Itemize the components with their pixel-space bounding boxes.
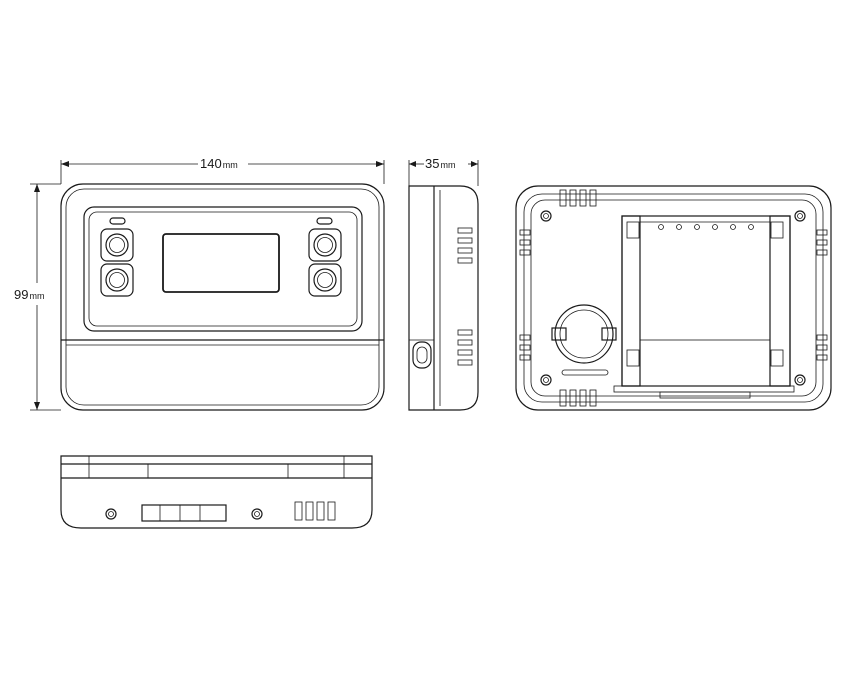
- button-bottom-left: [100, 263, 134, 297]
- width-unit: mm: [223, 160, 238, 170]
- depth-dimension: 35mm: [408, 156, 479, 186]
- height-unit: mm: [29, 291, 44, 301]
- led-left: [109, 217, 126, 225]
- button-top-right: [308, 228, 342, 262]
- button-top-left: [100, 228, 134, 262]
- side-clip: [412, 341, 432, 369]
- button-bottom-right: [308, 263, 342, 297]
- front-view: [60, 183, 385, 411]
- svg-text:35mm: 35mm: [425, 156, 455, 171]
- height-value: 99: [14, 287, 28, 302]
- depth-unit: mm: [440, 160, 455, 170]
- svg-text:140mm: 140mm: [200, 156, 238, 171]
- width-dimension: 140mm: [60, 156, 385, 184]
- led-right: [316, 217, 333, 225]
- height-dimension: 99mm: [14, 183, 61, 411]
- battery-cover: [551, 304, 617, 364]
- bottom-view: [60, 455, 373, 529]
- width-value: 140: [200, 156, 222, 171]
- back-view: [515, 185, 832, 411]
- depth-value: 35: [425, 156, 439, 171]
- side-view: [408, 185, 479, 411]
- svg-text:99mm: 99mm: [14, 287, 44, 302]
- terminal-screws: [658, 224, 754, 230]
- lcd-display: [162, 233, 280, 293]
- cable-slot: [141, 504, 227, 522]
- screw-holes: [540, 210, 806, 386]
